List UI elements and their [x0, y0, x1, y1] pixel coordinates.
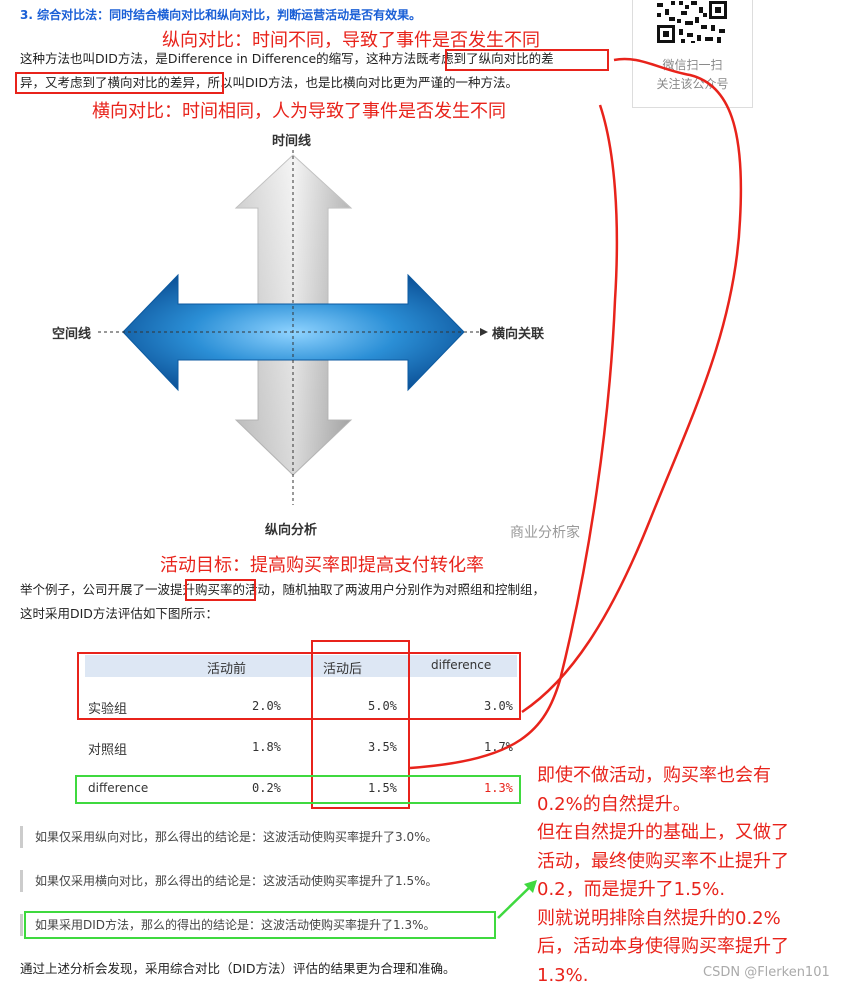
side-note-line: 但在自然提升的基础上，又做了 [537, 819, 789, 848]
highlight-box-vertical [445, 49, 609, 71]
table-cell: 1.8% [252, 740, 281, 754]
side-note-line: 即使不做活动，购买率也会有 [537, 762, 789, 791]
section-heading: 3. 综合对比法：同时结合横向对比和纵向对比，判断运营活动是否有效果。 [20, 6, 421, 23]
qr-code-image [655, 0, 729, 45]
quote-horizontal: 如果仅采用横向对比，那么得出的结论是：这波活动使购买率提升了1.5%。 [20, 870, 438, 892]
csdn-watermark: CSDN @Flerken101 [703, 965, 830, 980]
quote-did-highlight-box [24, 911, 496, 939]
diagram-left-label: 空间线 [52, 323, 91, 342]
paragraph-2-text-a: 举个例子，公司开展了一波 [20, 582, 170, 597]
right-arrowhead-icon [480, 328, 488, 336]
side-note-line: 则就说明排除自然提升的0.2% [537, 905, 789, 934]
conclusion: 通过上述分析会发现，采用综合对比（DID方法）评估的结果更为合理和准确。 [20, 959, 455, 979]
highlight-box-goal [185, 579, 256, 601]
diagram-watermark: 商业分析家 [510, 522, 580, 542]
table-box-experiment-row [77, 652, 521, 720]
diagram-top-label: 时间线 [272, 130, 311, 149]
diagram-right-label: 横向关联 [492, 323, 544, 342]
side-note-line: 活动，最终使购买率不止提升了 [537, 848, 789, 877]
qr-caption-1: 微信扫一扫 [633, 56, 752, 73]
side-note: 即使不做活动，购买率也会有 0.2%的自然提升。 但在自然提升的基础上，又做了 … [537, 762, 789, 990]
qr-card: 微信扫一扫 关注该公众号 [632, 0, 753, 108]
table-box-difference-row [75, 775, 521, 804]
quote-vertical: 如果仅采用纵向对比，那么得出的结论是：这波活动使购买率提升了3.0%。 [20, 826, 438, 848]
paragraph-1-text-b: 所以叫DID方法，也是比横向对比更为严谨的一种方法。 [208, 75, 518, 90]
highlight-box-horizontal [15, 72, 224, 94]
side-note-line: 0.2，而是提升了1.5%. [537, 876, 789, 905]
side-note-line: 0.2%的自然提升。 [537, 791, 789, 820]
connector-did-quote [498, 884, 533, 918]
table-cell: 1.7% [484, 740, 513, 754]
paragraph-1-text-a: 这种方法也叫DID方法，是Difference in Difference的缩写… [20, 51, 416, 66]
annotation-activity-goal: 活动目标：提高购买率即提高支付转化率 [160, 551, 484, 577]
paragraph-2-line-1: 举个例子，公司开展了一波提升购买率的活动，随机抽取了两波用户分别作为对照组和控制… [20, 580, 545, 600]
table-row-label: 对照组 [88, 739, 127, 758]
connector-arrowhead-icon [524, 880, 537, 893]
side-note-line: 后，活动本身使得购买率提升了 [537, 933, 789, 962]
diagram-bottom-label: 纵向分析 [265, 519, 317, 538]
paragraph-2-line-2: 这时采用DID方法评估如下图所示： [20, 604, 218, 624]
qr-caption-2: 关注该公众号 [633, 75, 752, 92]
paragraph-2-text-c: 的活动，随机抽取了两波用户分别作为对照组和控制组， [233, 582, 546, 597]
